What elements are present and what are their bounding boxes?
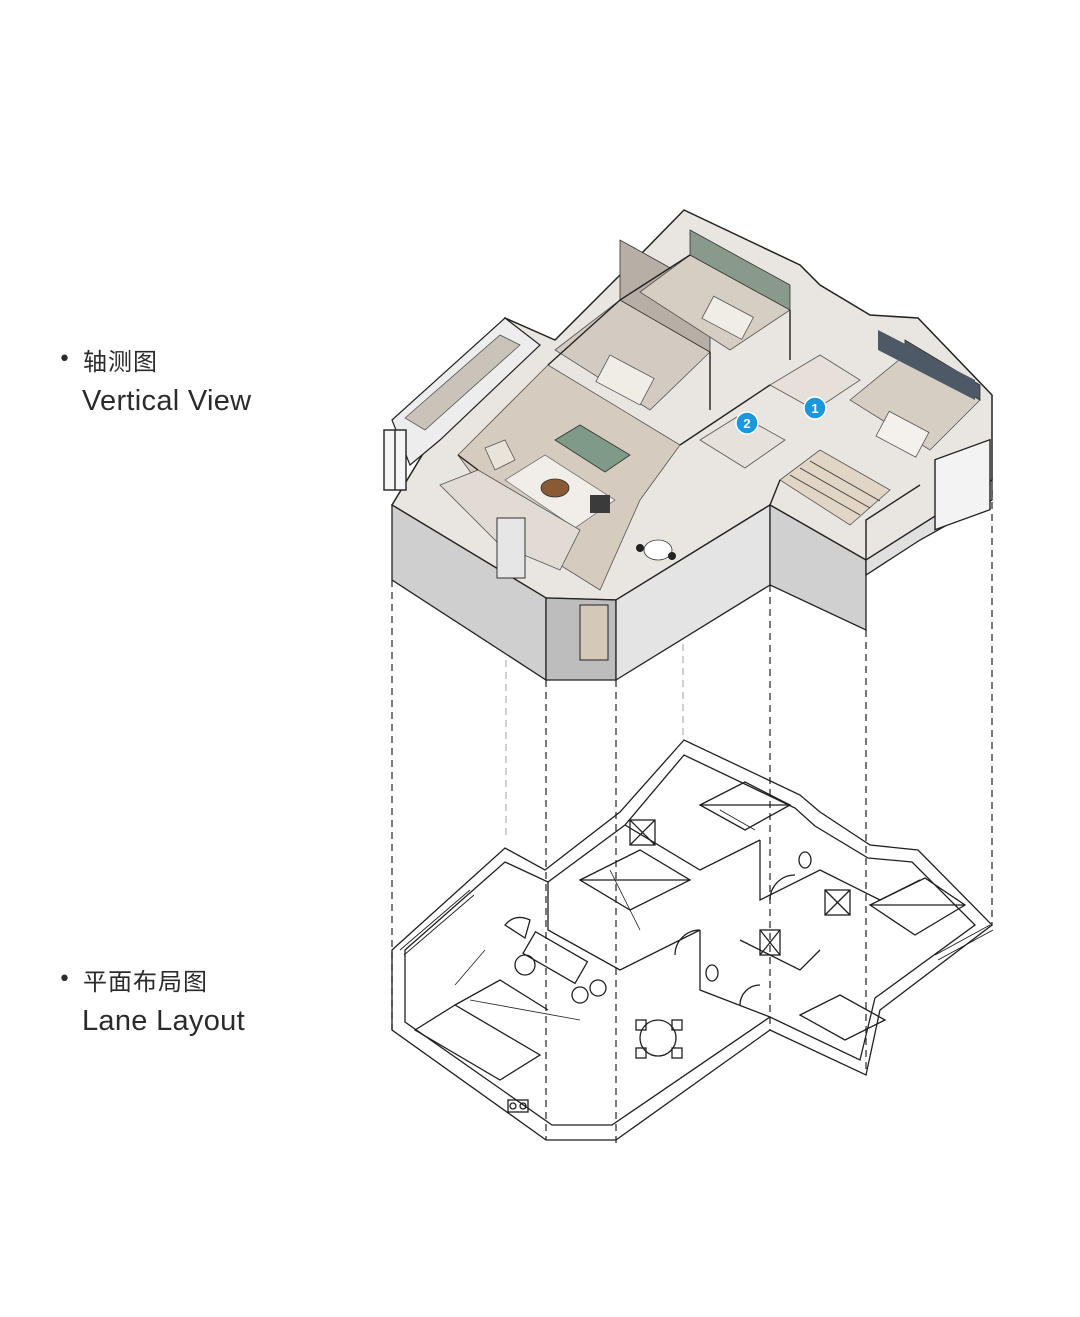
fridge [496, 517, 526, 579]
projection-lines [391, 490, 993, 1145]
plan-bed-4 [798, 994, 887, 1041]
plan-wall-a [454, 979, 549, 1011]
plan-round-2 [589, 979, 607, 997]
axonometric-title-zh: 轴测图 [82, 348, 158, 376]
plan-dining-table [639, 1019, 677, 1057]
bedroom3-bed [701, 295, 754, 340]
sofa [554, 424, 631, 473]
left-curtains [404, 334, 521, 431]
plan-wall-c [624, 824, 761, 871]
floor-plan [391, 739, 994, 1141]
plan-caption: • 平面布局图 Lane Layout [58, 962, 245, 1038]
dining-table [643, 539, 673, 561]
interior-walls [457, 254, 921, 560]
plan-lounge-chair [504, 916, 531, 940]
bullet-icon: • [58, 966, 71, 992]
plan-wall-e [759, 840, 821, 902]
marker-2: 2 [735, 411, 759, 435]
plan-title-en: Lane Layout [82, 1005, 245, 1037]
axonometric-caption: • 轴测图 Vertical View [58, 342, 251, 418]
plan-ceiling-lines [454, 809, 756, 1021]
plan-door-1 [674, 929, 701, 956]
bullet-icon: • [58, 346, 71, 372]
plan-round-1 [571, 986, 589, 1004]
plan-door-3 [739, 984, 761, 1006]
right-window-frames [934, 438, 991, 531]
bath2-floor [699, 414, 786, 469]
plan-wall-f [819, 869, 921, 901]
plan-coffee-table [514, 954, 536, 976]
master-wall-blue [878, 330, 975, 400]
plan-outline [391, 739, 993, 1141]
front-wall-right2 [769, 503, 867, 632]
plan-bed-2 [698, 781, 792, 831]
closet-lines [789, 460, 881, 516]
lounge-chair [484, 439, 516, 471]
plan-wardrobes [629, 819, 851, 956]
plan-kitchen-counter [413, 1004, 542, 1081]
bathroom-floor [769, 354, 861, 411]
plan-wall-b [547, 882, 701, 971]
plan-bed-1 [578, 849, 692, 911]
closet-floor [779, 449, 891, 526]
plan-wall-d [699, 930, 771, 1018]
plan-title-zh: 平面布局图 [82, 968, 208, 996]
plan-bed-3 [868, 877, 967, 936]
axonometric-title-en: Vertical View [82, 385, 252, 417]
left-window-frames [383, 429, 407, 491]
master-bed [875, 410, 930, 458]
plan-toilet-1 [798, 851, 812, 869]
projection-lines-light [505, 620, 684, 840]
svg-text:2: 2 [743, 416, 750, 431]
bedroom2-bed [595, 354, 655, 406]
plan-dining-chairs [635, 1019, 683, 1059]
svg-text:1: 1 [811, 401, 818, 416]
front-door [579, 604, 609, 661]
coffee-table [540, 478, 570, 498]
plan-sofa [522, 930, 589, 985]
plan-windows [399, 889, 994, 961]
plan-outline-inner [404, 754, 976, 1126]
plan-door-2 [769, 874, 796, 901]
plan-stove [507, 1099, 529, 1113]
marker-1: 1 [803, 396, 827, 420]
ottoman [590, 495, 610, 513]
plan-toilet-2 [705, 964, 719, 982]
axonometric-model [383, 209, 993, 682]
